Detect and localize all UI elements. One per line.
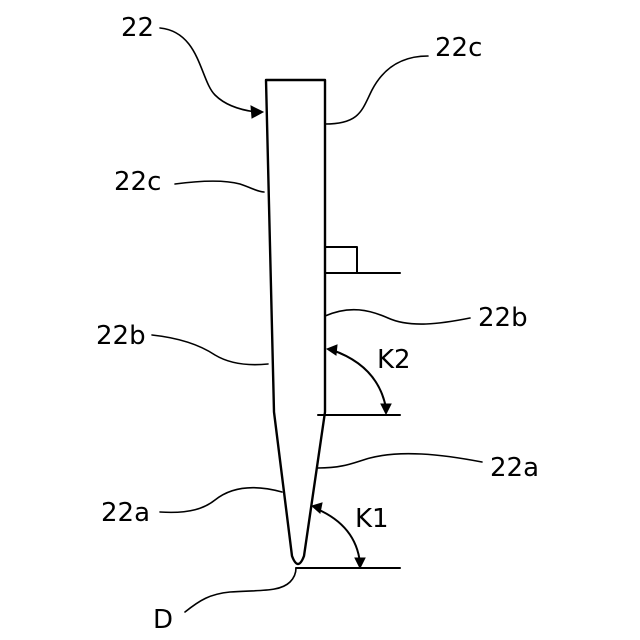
label-22c-left: 22c xyxy=(114,167,161,197)
part-22-outline xyxy=(266,80,325,564)
leader-22a-left xyxy=(160,488,282,513)
label-22b-right: 22b xyxy=(478,303,528,333)
arrowhead-22 xyxy=(251,106,263,118)
leader-d xyxy=(185,568,296,612)
arrowhead-k1-top xyxy=(312,503,322,513)
leader-22c-left xyxy=(175,181,264,192)
leader-22c-right xyxy=(325,56,428,124)
leader-22b-left xyxy=(152,335,268,365)
leader-22a-right xyxy=(318,454,482,468)
arrowhead-k1-bottom xyxy=(355,558,365,568)
leader-22b-right xyxy=(325,310,470,324)
angle-arc-k1 xyxy=(317,509,360,563)
label-22a-left: 22a xyxy=(101,498,150,528)
label-k1: K1 xyxy=(355,504,389,534)
label-22a-right: 22a xyxy=(490,453,539,483)
label-22b-left: 22b xyxy=(96,321,146,351)
arrowhead-k2-bottom xyxy=(381,404,391,414)
label-k2: K2 xyxy=(377,345,411,375)
label-d: D xyxy=(153,605,173,635)
label-22c-right: 22c xyxy=(435,33,482,63)
right-angle-mark xyxy=(325,247,357,273)
label-22: 22 xyxy=(121,13,154,43)
leader-22 xyxy=(160,28,256,112)
arrowhead-k2-top xyxy=(327,345,337,355)
